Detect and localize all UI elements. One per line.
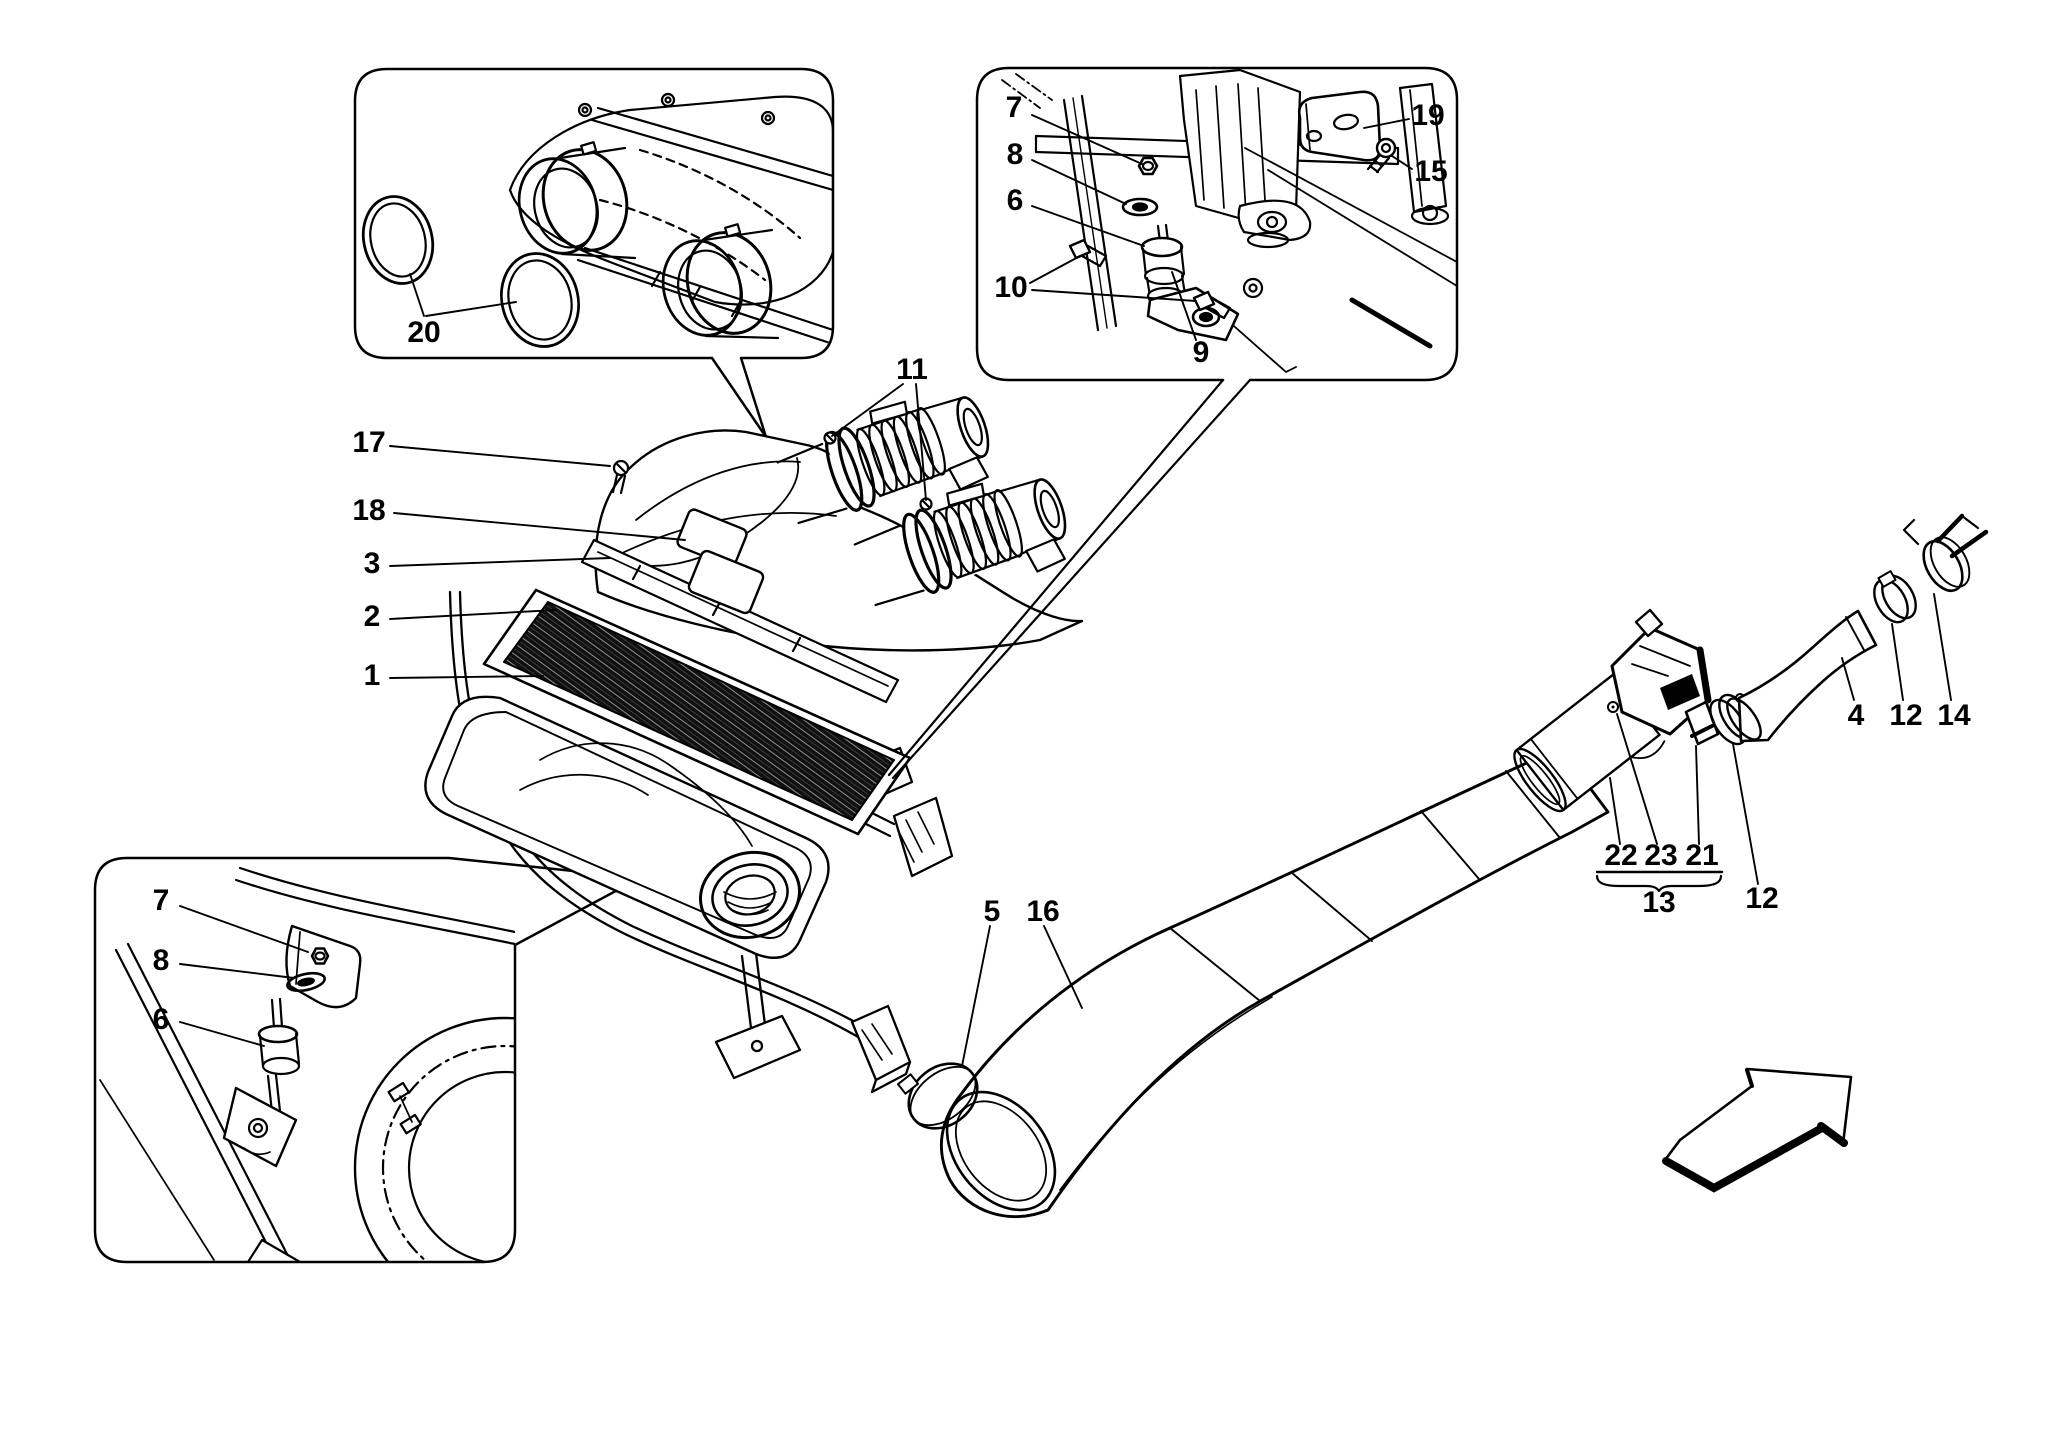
duct-mount-ears	[577, 92, 776, 126]
leader-12	[1891, 623, 1904, 701]
leader-2	[389, 609, 557, 620]
label-plate-18	[676, 508, 765, 615]
washer-part-8	[1121, 197, 1159, 217]
callout-14: 14	[1937, 699, 1971, 732]
leader-17	[389, 445, 611, 467]
inset-bottom-left-content	[99, 866, 515, 1262]
duct-neck-2	[661, 223, 780, 340]
leader-8b	[179, 963, 295, 979]
callout-2: 2	[363, 600, 381, 633]
leader-11	[831, 383, 927, 501]
gasket-seal-3	[580, 538, 900, 704]
callout-8-bottom: 8	[152, 944, 170, 977]
inset-box-borders	[93, 66, 1459, 1264]
lower-bracket	[222, 1086, 298, 1168]
callout-7-top: 7	[1005, 91, 1023, 124]
leader-6	[1031, 205, 1145, 247]
callout-12b: 12	[1745, 882, 1779, 915]
callout-17: 17	[352, 426, 386, 459]
leader-8	[1031, 159, 1127, 205]
leader-20	[409, 273, 517, 317]
inset-pointer-wedges	[887, 378, 1252, 780]
nut-part-7	[1137, 156, 1159, 176]
callout-15: 15	[1414, 155, 1448, 188]
callout-21: 21	[1685, 839, 1719, 872]
callout-9: 9	[1192, 336, 1210, 369]
callout-3: 3	[363, 547, 381, 580]
leader-23	[1616, 713, 1658, 845]
callout-6-bottom: 6	[152, 1003, 170, 1036]
spring-clamp-14	[1902, 513, 1989, 593]
inset-top-right-content	[1001, 68, 1457, 373]
callout-11: 11	[896, 353, 928, 386]
leader-19	[1363, 118, 1410, 129]
rubber-mount-part-6-detail	[257, 997, 301, 1114]
callout-13: 13	[1642, 886, 1676, 919]
inset-box-top-right	[975, 66, 1459, 382]
air-flow-meter-2	[853, 477, 1067, 607]
nut-part-7-detail	[310, 947, 330, 965]
leader-4	[1841, 657, 1855, 701]
callout-22: 22	[1604, 839, 1638, 872]
washer-part-8-detail	[286, 971, 326, 993]
sensor-housing-23	[1607, 608, 1712, 736]
callout-23: 23	[1644, 839, 1678, 872]
leader-22	[1609, 777, 1621, 845]
callout-19: 19	[1411, 99, 1445, 132]
housing-outlet-ring	[698, 850, 802, 940]
leader-14	[1933, 593, 1952, 701]
air-filter-element-2	[482, 588, 912, 836]
callout-12: 12	[1889, 699, 1923, 732]
callout-1: 1	[363, 659, 381, 692]
leader-18	[393, 512, 686, 541]
duct-neck-1	[517, 141, 637, 260]
leader-9	[1171, 271, 1197, 341]
callout-10: 10	[994, 271, 1028, 304]
leader-1	[389, 675, 544, 679]
bolt-part-10a	[1068, 238, 1108, 268]
air-flow-meter-1	[776, 395, 990, 525]
callout-20: 20	[407, 316, 441, 349]
intake-hose-16	[939, 746, 1610, 1219]
bracket-part-19	[1297, 90, 1382, 162]
callout-5: 5	[983, 895, 1001, 928]
chassis-bracket	[1178, 68, 1312, 249]
leader-6b	[179, 1021, 265, 1047]
callout-16: 16	[1026, 895, 1060, 928]
o-ring-seals	[361, 195, 580, 348]
leader-21	[1695, 745, 1700, 845]
hose-clamp-5	[897, 1062, 979, 1130]
leader-7b	[179, 905, 309, 953]
callout-6-top: 6	[1006, 184, 1024, 217]
inset-box-bottom-left	[93, 856, 642, 1264]
group-13-brace	[1595, 870, 1724, 893]
flange-21	[1684, 700, 1720, 746]
leader-10	[1029, 255, 1197, 302]
leader-16	[1043, 925, 1083, 1009]
airbox-lower-housing-1	[424, 695, 830, 959]
leader-15	[1391, 155, 1413, 170]
inset-top-left-content	[361, 92, 833, 348]
callout-18: 18	[352, 494, 386, 527]
bolt-part-15	[1366, 137, 1397, 174]
duct-opening-arcs	[353, 1016, 515, 1262]
callout-8-top: 8	[1006, 138, 1024, 171]
leader-5	[961, 925, 991, 1067]
leader-lines	[389, 383, 1952, 1067]
leader-7	[1031, 114, 1143, 165]
leader-3	[389, 557, 611, 567]
leader-12b	[1732, 743, 1759, 885]
side-bracket	[1398, 82, 1450, 226]
screw-17	[611, 459, 630, 495]
hose-clamp-12-upper	[1873, 570, 1917, 624]
bolt-part-10b	[1192, 290, 1232, 320]
callout-7-bottom: 7	[152, 884, 170, 917]
direction-arrow-icon	[1662, 1067, 1853, 1193]
hose-4	[1726, 609, 1878, 743]
callout-4: 4	[1847, 699, 1865, 732]
